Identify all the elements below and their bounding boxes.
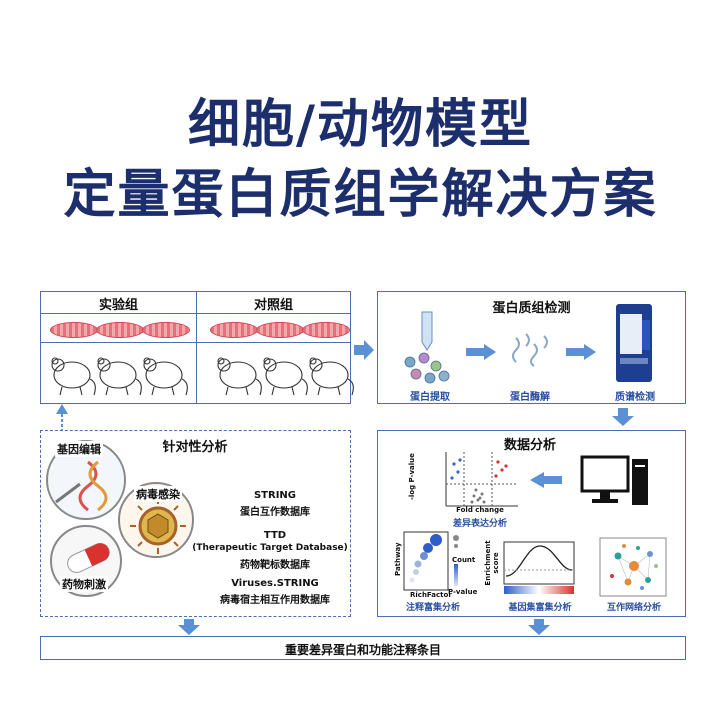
data-analysis-title: 数据分析 (503, 438, 556, 453)
db-viruses-string-desc: 病毒宿主相互作用数据库 (220, 595, 330, 606)
db-ttd-desc: 药物靶标数据库 (240, 560, 310, 571)
control-group-label: 对照组 (253, 298, 293, 313)
db-viruses-string-name: Viruses.STRING (231, 578, 319, 589)
gsea-plot-icon (503, 541, 575, 594)
result-summary-label: 重要差异蛋白和功能注释条目 (284, 643, 441, 657)
enrichment-bubble-chart-icon (403, 531, 459, 591)
cell-dish (210, 322, 258, 338)
page-title-line2: 定量蛋白质组学解决方案 (63, 165, 658, 225)
step-mass-spec: 质谱检测 (615, 392, 655, 403)
enrich-legend-count: Count (452, 556, 476, 564)
flow-arrow-left (530, 472, 562, 488)
protein-digestion-icon (512, 333, 548, 367)
mouse-icons (51, 357, 354, 396)
volcano-ylabel: -log P-value (408, 453, 416, 500)
result-summary-bar (40, 636, 686, 660)
flow-arrow-down (612, 408, 634, 426)
model-groups-panel (40, 291, 351, 404)
protein-extraction-icon (404, 311, 450, 384)
volcano-plot-icon (445, 452, 518, 507)
volcano-caption: 差异表达分析 (452, 519, 507, 529)
flow-arrow-right (466, 344, 496, 360)
gsea-caption: 基因集富集分析 (508, 603, 572, 613)
mass-spectrometer-icon (616, 304, 652, 382)
cell-dish (96, 322, 144, 338)
network-caption: 互作网络分析 (606, 603, 661, 613)
computer-icon (580, 455, 648, 505)
cell-dish (50, 322, 98, 338)
page-title-line1: 细胞/动物模型 (188, 95, 533, 155)
db-ttd-fullname: (Therapeutic Target Database) (192, 543, 348, 553)
db-string-desc: 蛋白互作数据库 (240, 507, 310, 518)
detection-title: 蛋白质组检测 (492, 301, 571, 316)
volcano-xlabel: Fold change (456, 506, 504, 514)
db-string-name: STRING (253, 490, 297, 501)
flow-arrow-down (528, 619, 550, 635)
flow-arrow-down (178, 619, 200, 635)
experimental-group-label: 实验组 (98, 298, 138, 313)
enrich-ylabel: Pathway (394, 542, 402, 576)
feedback-arrow-up (56, 404, 68, 432)
targeted-analysis-title: 针对性分析 (162, 440, 228, 455)
flow-arrow-right (566, 344, 596, 360)
cell-dish (302, 322, 350, 338)
gsea-ylabel: Enrichment score (484, 540, 500, 586)
enrich-caption: 注释富集分析 (405, 603, 460, 613)
flow-arrow-right (354, 340, 374, 360)
cell-dish (142, 322, 190, 338)
enrich-legend-pvalue: P-value (448, 588, 478, 596)
step-protein-digestion: 蛋白酶解 (510, 392, 550, 403)
tag-drug-stimulation: 药物刺激 (60, 576, 108, 592)
step-protein-extraction: 蛋白提取 (410, 392, 450, 403)
db-ttd-name: TTD (263, 530, 287, 541)
interaction-network-icon (599, 537, 667, 597)
cell-dish (256, 322, 304, 338)
enrich-xlabel: RichFactor (410, 591, 452, 599)
tag-virus-infection: 病毒感染 (134, 486, 182, 502)
tag-gene-editing: 基因编辑 (55, 441, 103, 457)
